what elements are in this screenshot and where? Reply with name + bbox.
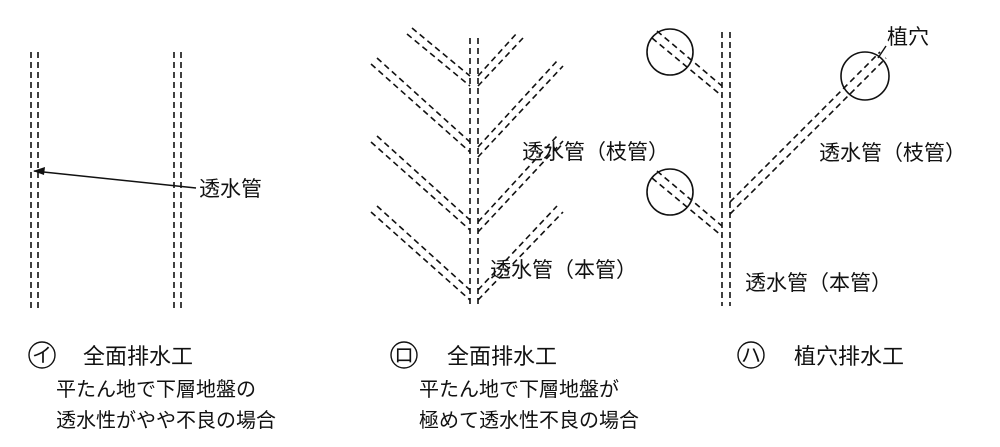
planting-hole-mid-left — [646, 168, 694, 216]
marker-ring — [390, 341, 418, 369]
caption-marker: ハ — [741, 343, 761, 367]
leader-hole — [877, 45, 887, 59]
caption-marker: ロ — [394, 343, 414, 367]
caption-desc-line-1: 平たん地で下層地盤の — [56, 377, 256, 401]
label-main-pipe: 透水管（本管） — [490, 258, 637, 282]
caption-desc-line-2: 極めて透水性不良の場合 — [419, 408, 639, 432]
panel-ha-drawing: 植穴 透水管（枝管） 透水管（本管） — [646, 25, 966, 306]
marker-ring — [737, 341, 765, 369]
label-branch-pipe: 透水管（枝管） — [819, 141, 966, 165]
panel-i-drawing: 透水管 — [30, 52, 262, 310]
leader-line-pipe — [33, 170, 197, 189]
caption-i: イ 全面排水工 平たん地で下層地盤の 透水性がやや不良の場合 — [28, 341, 276, 432]
label-branch-pipe: 透水管（枝管） — [522, 140, 669, 164]
left-branches — [370, 27, 471, 301]
arrowhead — [33, 167, 45, 175]
planting-hole-right — [840, 51, 890, 101]
panel-ro-drawing: 透水管（枝管） 透水管（本管） — [370, 27, 669, 308]
caption-title: 植穴排水工 — [794, 345, 904, 370]
right-branch — [729, 51, 887, 215]
caption-marker: イ — [32, 343, 52, 367]
label-pipe: 透水管 — [199, 177, 262, 201]
left-branches — [651, 30, 723, 237]
caption-desc-line-2: 透水性がやや不良の場合 — [56, 408, 276, 432]
caption-title: 全面排水工 — [447, 345, 557, 370]
caption-desc-line-1: 平たん地で下層地盤が — [419, 377, 619, 401]
label-planting-hole: 植穴 — [887, 25, 929, 49]
marker-ring — [28, 341, 56, 369]
right-branches — [477, 32, 564, 301]
planting-hole-top-left — [646, 28, 694, 76]
caption-ha: ハ 植穴排水工 — [737, 341, 904, 370]
label-main-pipe: 透水管（本管） — [745, 271, 892, 295]
caption-ro: ロ 全面排水工 平たん地で下層地盤が 極めて透水性不良の場合 — [390, 341, 639, 432]
caption-title: 全面排水工 — [83, 345, 193, 370]
